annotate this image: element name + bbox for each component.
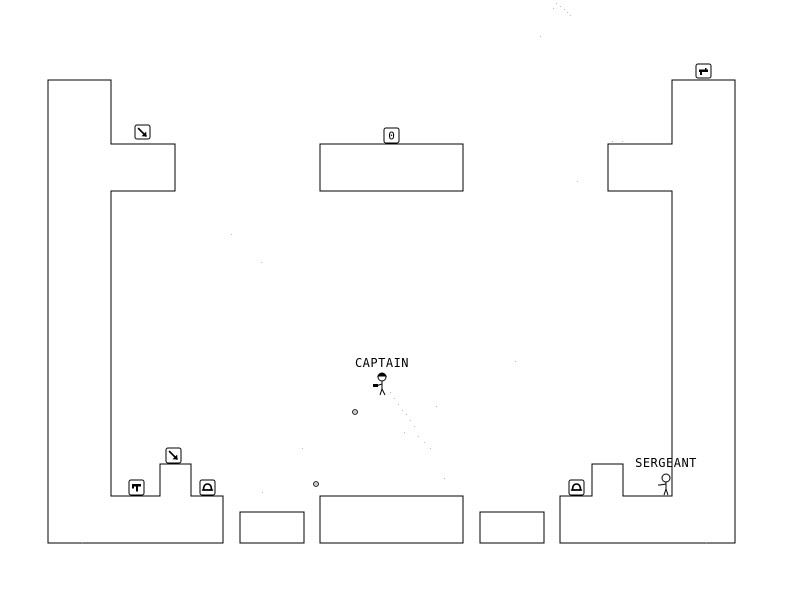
player-name-sergeant: SERGEANT (635, 456, 697, 470)
crate-top-right[interactable] (695, 63, 712, 79)
dust-particles (82, 3, 707, 543)
diagonal-arrow-icon (168, 450, 178, 460)
right-fortress-wall (559, 79, 736, 544)
crate-bottom-left-b[interactable] (165, 447, 182, 464)
crate-bottom-left-a[interactable] (128, 479, 145, 496)
bottom-right-small-block (479, 511, 545, 544)
helmet-icon (201, 483, 214, 491)
diagonal-arrow-icon (137, 127, 147, 137)
crate-top-center[interactable]: 0 (383, 127, 400, 144)
player-name-captain: CAPTAIN (355, 356, 409, 370)
crate-bottom-left-c[interactable] (199, 479, 216, 496)
level-geometry (47, 79, 736, 544)
pistol-icon (699, 68, 708, 75)
left-fortress-wall (47, 79, 224, 544)
crate-bottom-right[interactable] (568, 479, 585, 496)
crate-label: 0 (388, 130, 395, 143)
player-captain[interactable] (373, 372, 388, 396)
grenade-projectile (352, 409, 358, 415)
crate-top-left[interactable] (134, 124, 151, 140)
bottom-center-block (319, 495, 464, 544)
grenade-projectile (313, 481, 319, 487)
bottom-left-small-block (239, 511, 305, 544)
helmet-icon (570, 483, 583, 491)
hammer-icon (132, 484, 141, 492)
top-center-platform (319, 143, 464, 192)
player-sergeant[interactable] (658, 473, 671, 496)
